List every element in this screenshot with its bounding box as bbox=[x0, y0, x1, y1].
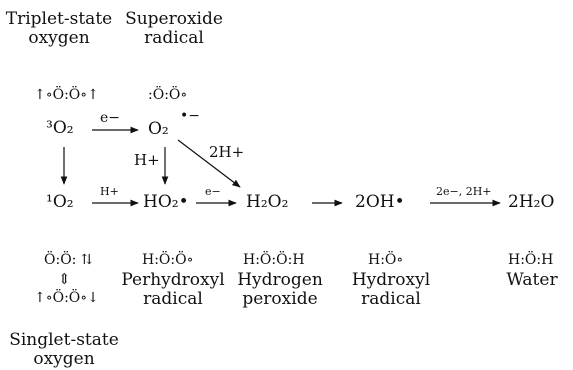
perhydroxyl-name-line2: radical bbox=[143, 289, 203, 309]
perhydroxyl-radical: HO₂• bbox=[143, 192, 189, 212]
triplet-title-line1: Triplet-state bbox=[5, 9, 113, 29]
triplet-oxygen: ³O₂ bbox=[46, 118, 74, 138]
water: 2H₂O bbox=[508, 192, 555, 212]
singlet-lewis-b: ↑∘Ö:Ö∘↓ bbox=[34, 290, 99, 306]
singlet-title: Singlet-state oxygen bbox=[0, 331, 128, 369]
singlet-link: ⇕ bbox=[58, 270, 71, 288]
label-e-minus-small: e− bbox=[205, 185, 221, 198]
superoxide-radical: O₂ bbox=[148, 119, 169, 139]
singlet-oxygen: ¹O₂ bbox=[46, 192, 74, 212]
superoxide-charge: •− bbox=[180, 108, 200, 124]
water-name: Water bbox=[506, 270, 558, 290]
hydroxyl-radical: 2OH• bbox=[355, 192, 405, 212]
singlet-lewis-a: Ö:Ö: ⇅ bbox=[44, 252, 93, 268]
hydroxyl-name-line1: Hydroxyl bbox=[351, 270, 431, 290]
label-h-plus-small: H+ bbox=[100, 185, 119, 198]
superoxide-title-line1: Superoxide bbox=[125, 9, 223, 29]
superoxide-title: Superoxide radical bbox=[120, 10, 228, 48]
water-lewis: H:Ö:H bbox=[508, 252, 554, 268]
hp-name-line1: Hydrogen bbox=[237, 270, 323, 290]
label-e-minus: e− bbox=[100, 110, 121, 126]
singlet-title-line1: Singlet-state bbox=[9, 330, 119, 350]
hydrogen-peroxide: H₂O₂ bbox=[246, 192, 289, 212]
perhydroxyl-lewis: H:Ö:Ö∘ bbox=[142, 252, 194, 268]
hydroxyl-lewis: H:Ö∘ bbox=[368, 252, 404, 268]
hydrogen-peroxide-name: Hydrogen peroxide bbox=[228, 271, 332, 309]
singlet-title-line2: oxygen bbox=[33, 349, 95, 369]
perhydroxyl-name: Perhydroxyl radical bbox=[108, 271, 238, 309]
superoxide-title-line2: radical bbox=[144, 28, 204, 48]
hydrogen-peroxide-lewis: H:Ö:Ö:H bbox=[243, 252, 305, 268]
hp-name-line2: peroxide bbox=[242, 289, 318, 309]
triplet-title-line2: oxygen bbox=[28, 28, 90, 48]
hydroxyl-name: Hydroxyl radical bbox=[344, 271, 438, 309]
label-final: 2e−, 2H+ bbox=[436, 185, 492, 198]
triplet-title: Triplet-state oxygen bbox=[0, 10, 118, 48]
hydroxyl-name-line2: radical bbox=[361, 289, 421, 309]
triplet-lewis: ↑∘Ö:Ö∘↑ bbox=[34, 87, 99, 103]
perhydroxyl-name-line1: Perhydroxyl bbox=[121, 270, 225, 290]
arrow-superoxide-to-peroxide bbox=[177, 139, 241, 188]
superoxide-lewis: :Ö:Ö∘ bbox=[148, 87, 188, 103]
label-2h-plus: 2H+ bbox=[209, 143, 245, 161]
label-h-plus: H+ bbox=[134, 151, 160, 169]
